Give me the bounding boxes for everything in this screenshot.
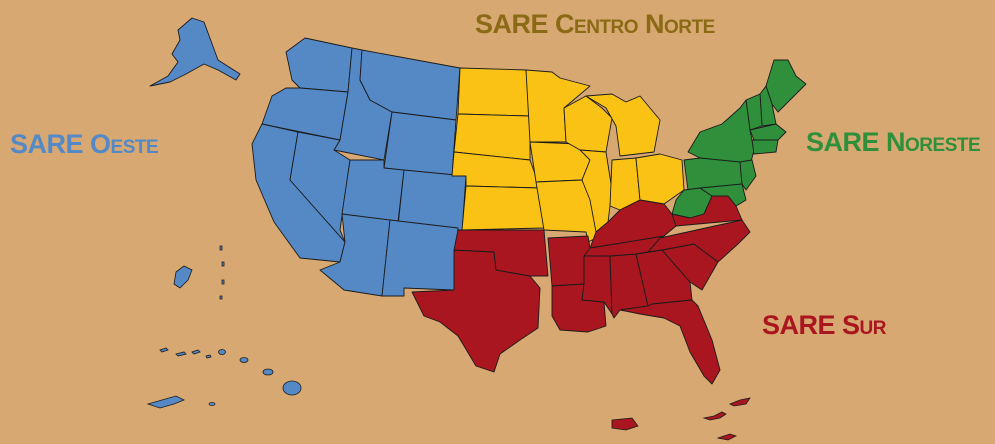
label-northeast-main: SARE <box>806 127 880 157</box>
island-kauai[interactable] <box>218 349 226 355</box>
label-north-central-main: SARE <box>475 9 549 39</box>
state-new-mexico[interactable] <box>381 219 459 297</box>
island-hawaii-big[interactable] <box>282 380 302 396</box>
region-north-central-shapes <box>451 67 685 243</box>
island-samoa[interactable] <box>146 395 185 409</box>
state-utah[interactable] <box>341 159 405 223</box>
label-north-central-rest: Centro Norte <box>548 9 715 39</box>
island-chain <box>159 347 212 359</box>
label-south-main: SARE <box>762 310 836 340</box>
state-kentucky[interactable] <box>589 199 677 249</box>
label-northeast-rest: Noreste <box>879 127 981 157</box>
state-kansas[interactable] <box>461 185 545 231</box>
island-maui[interactable] <box>262 368 274 376</box>
state-maine[interactable] <box>765 59 807 113</box>
state-washington[interactable] <box>285 37 353 93</box>
state-oklahoma[interactable] <box>453 229 549 277</box>
island-puerto-rico[interactable] <box>611 417 639 431</box>
label-sare-west: SARE Oeste <box>10 129 159 159</box>
state-connecticut-ri[interactable] <box>751 139 779 155</box>
state-wyoming[interactable] <box>383 111 457 177</box>
state-north-carolina[interactable] <box>647 219 751 263</box>
label-sare-north-central: SARE Centro Norte <box>475 11 715 38</box>
island-mariana-chain <box>219 245 225 300</box>
island-virgin-islands[interactable] <box>702 397 751 441</box>
label-west-main: SARE <box>10 129 84 159</box>
island-guam[interactable] <box>173 265 193 289</box>
state-north-dakota[interactable] <box>457 67 531 117</box>
region-northeast-shapes <box>671 59 807 219</box>
state-florida[interactable] <box>619 299 721 385</box>
island-oahu[interactable] <box>239 357 249 363</box>
state-michigan[interactable] <box>585 93 661 157</box>
label-west-rest: Oeste <box>83 129 159 159</box>
region-west-shapes <box>146 17 467 409</box>
island-samoa-small <box>208 402 216 406</box>
state-ohio[interactable] <box>635 153 685 205</box>
state-new-york[interactable] <box>687 99 755 167</box>
label-sare-northeast: SARE Noreste <box>806 127 981 157</box>
state-virginia[interactable] <box>671 195 743 227</box>
state-massachusetts[interactable] <box>749 123 787 141</box>
label-sare-south: SARE Sur <box>762 312 886 339</box>
label-south-rest: Sur <box>835 310 886 340</box>
state-alaska[interactable] <box>149 17 241 87</box>
state-new-jersey[interactable] <box>739 159 757 191</box>
region-south-shapes <box>411 195 751 441</box>
